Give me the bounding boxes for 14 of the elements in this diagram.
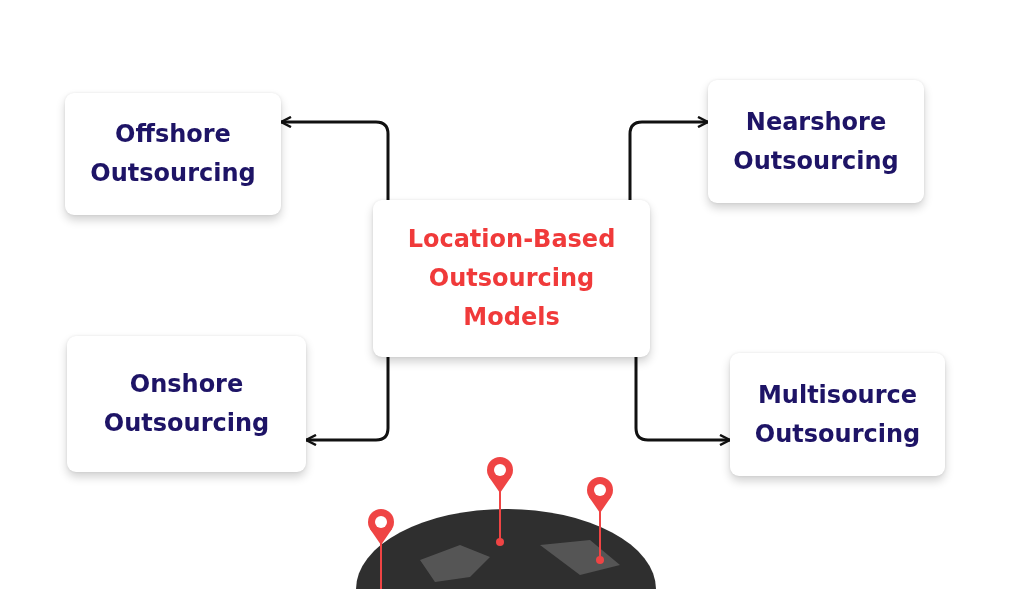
- arrow: [304, 357, 390, 447]
- box-label: Onshore Outsourcing: [102, 369, 271, 439]
- arrow: [279, 115, 390, 200]
- arrow: [628, 115, 710, 200]
- box-label: Location-Based Outsourcing Models: [406, 224, 617, 333]
- box-label: Multisource Outsourcing: [753, 379, 922, 450]
- process-box: [373, 200, 650, 357]
- box-label: Offshore Outsourcing: [89, 119, 257, 189]
- process-box: [730, 353, 945, 476]
- arrow: [634, 357, 732, 447]
- process-box: [67, 336, 306, 472]
- process-box: [708, 80, 924, 203]
- process-box: [65, 93, 281, 215]
- box-label: Nearshore Outsourcing: [732, 106, 900, 177]
